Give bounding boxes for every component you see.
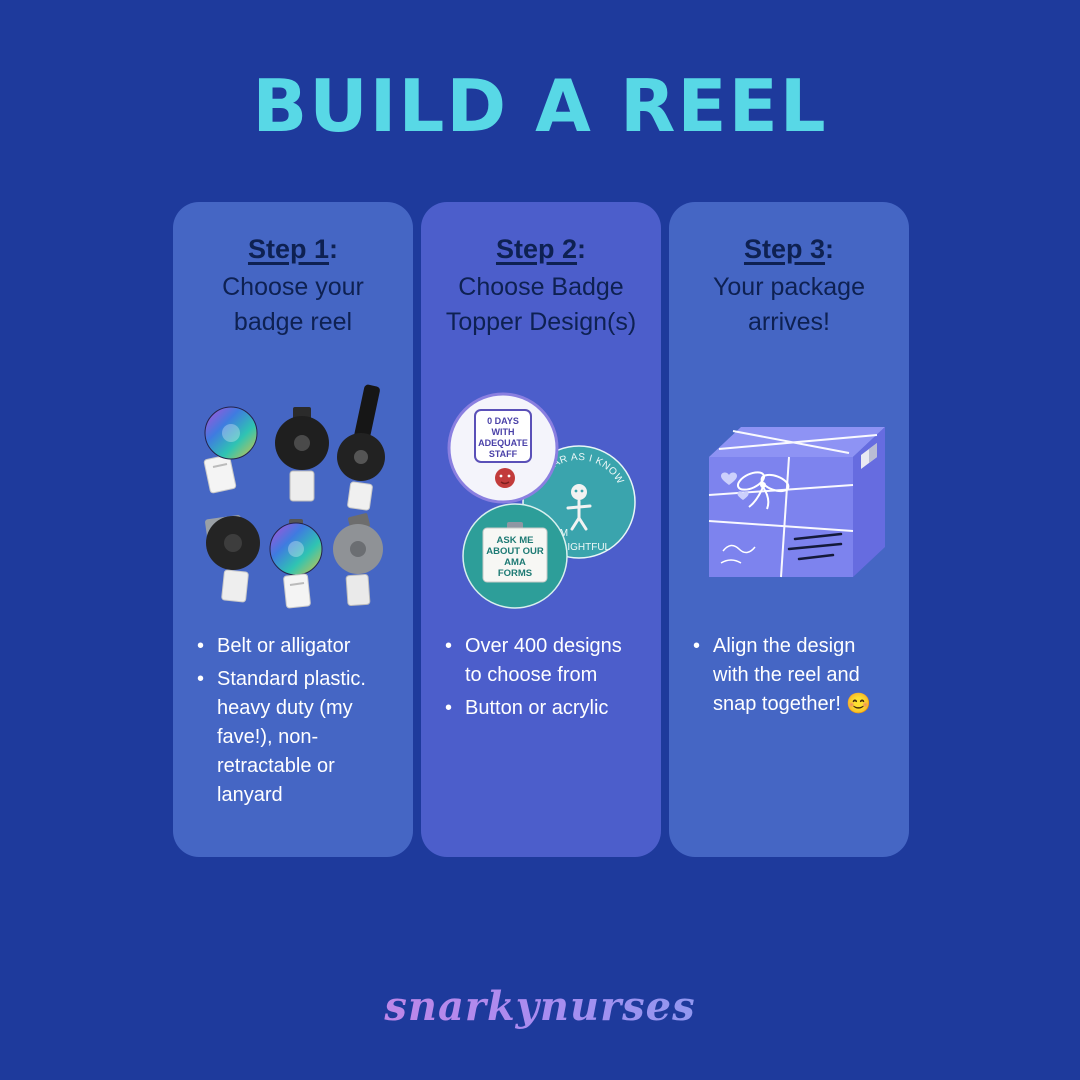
address-lines	[787, 532, 843, 561]
badge-zero-days: 0 DAYS WITH ADEQUATE STAFF	[447, 392, 559, 504]
brand-logo: snarkynurses	[0, 983, 1080, 1030]
step-2-label-text: Step 2	[495, 234, 578, 264]
badge-reels-illustration	[203, 384, 385, 609]
step-2-label-colon: :	[577, 234, 587, 264]
shipping-sticker	[861, 443, 877, 469]
badge-days-line1: 0 DAYS	[487, 416, 519, 426]
step-2-art: AS FAR AS I KNOW I'M DELIGHTFUL	[441, 382, 641, 616]
reel-black-strap	[337, 384, 385, 511]
reel-black-2	[205, 515, 260, 603]
badge-ama-forms: ASK ME ABOUT OUR AMA FORMS	[462, 503, 568, 609]
step-3-bullets: Align the design with the reel and snap …	[689, 632, 889, 723]
step-1-label: Step 1:	[193, 232, 393, 267]
hearts-decoration	[721, 472, 749, 500]
steps-row: Step 1: Choose your badge reel	[173, 202, 909, 857]
gift-box	[709, 427, 885, 577]
ribbon-bow	[736, 471, 790, 510]
step-1-subtitle: Choose your badge reel	[222, 273, 364, 336]
badge-ama-line4: FORMS	[498, 568, 532, 579]
reel-iridescent-1	[203, 406, 258, 494]
bullet-item: Button or acrylic	[441, 694, 641, 723]
badge-ama-line2: ABOUT OUR	[486, 546, 544, 557]
reel-iridescent-2	[269, 519, 323, 609]
step-1-bullets: Belt or alligator Standard plastic. heav…	[193, 632, 393, 814]
step-3-heading: Step 3: Your package arrives!	[689, 232, 889, 382]
step-3-subtitle: Your package arrives!	[713, 273, 865, 336]
badge-ama-line1: ASK ME	[497, 535, 534, 546]
step-2-subtitle: Choose Badge Topper Design(s)	[445, 273, 637, 336]
step-3-label-colon: :	[825, 234, 835, 264]
angry-berry-figure	[495, 468, 515, 488]
step-card-3: Step 3: Your package arrives!	[669, 202, 909, 857]
step-2-bullets: Over 400 designs to choose from Button o…	[441, 632, 641, 727]
ribbon-string	[708, 430, 878, 578]
step-3-art	[689, 382, 889, 616]
step-card-1: Step 1: Choose your badge reel	[173, 202, 413, 857]
badge-ama-line3: AMA	[504, 557, 526, 568]
step-2-label: Step 2:	[441, 232, 641, 267]
bullet-item: Over 400 designs to choose from	[441, 632, 641, 690]
page-title: BUILD A REEL	[252, 64, 828, 148]
step-1-heading: Step 1: Choose your badge reel	[193, 232, 393, 382]
bullet-item: Standard plastic. heavy duty (my fave!),…	[193, 665, 393, 810]
badge-days-line2: WITH	[492, 427, 515, 437]
badge-days-line3: ADEQUATE	[478, 438, 528, 448]
bullet-item: Align the design with the reel and snap …	[689, 632, 889, 719]
reel-gray	[333, 513, 383, 607]
step-card-2: Step 2: Choose Badge Topper Design(s) AS…	[421, 202, 661, 857]
package-illustration	[708, 427, 885, 578]
skeleton-figure	[566, 484, 592, 531]
badge-toppers-illustration: AS FAR AS I KNOW I'M DELIGHTFUL	[447, 392, 636, 609]
step-3-label-text: Step 3	[743, 234, 826, 264]
step-1-label-colon: :	[329, 234, 339, 264]
badge-delightful-word: DELIGHTFUL	[548, 542, 611, 553]
step-2-heading: Step 2: Choose Badge Topper Design(s)	[441, 232, 641, 382]
step-1-label-text: Step 1	[247, 234, 330, 264]
badge-days-line4: STAFF	[489, 449, 518, 459]
step-1-art	[193, 382, 393, 616]
reel-black-1	[275, 407, 329, 502]
bullet-item: Belt or alligator	[193, 632, 393, 661]
scribble-lines	[720, 544, 756, 564]
step-3-label: Step 3:	[689, 232, 889, 267]
